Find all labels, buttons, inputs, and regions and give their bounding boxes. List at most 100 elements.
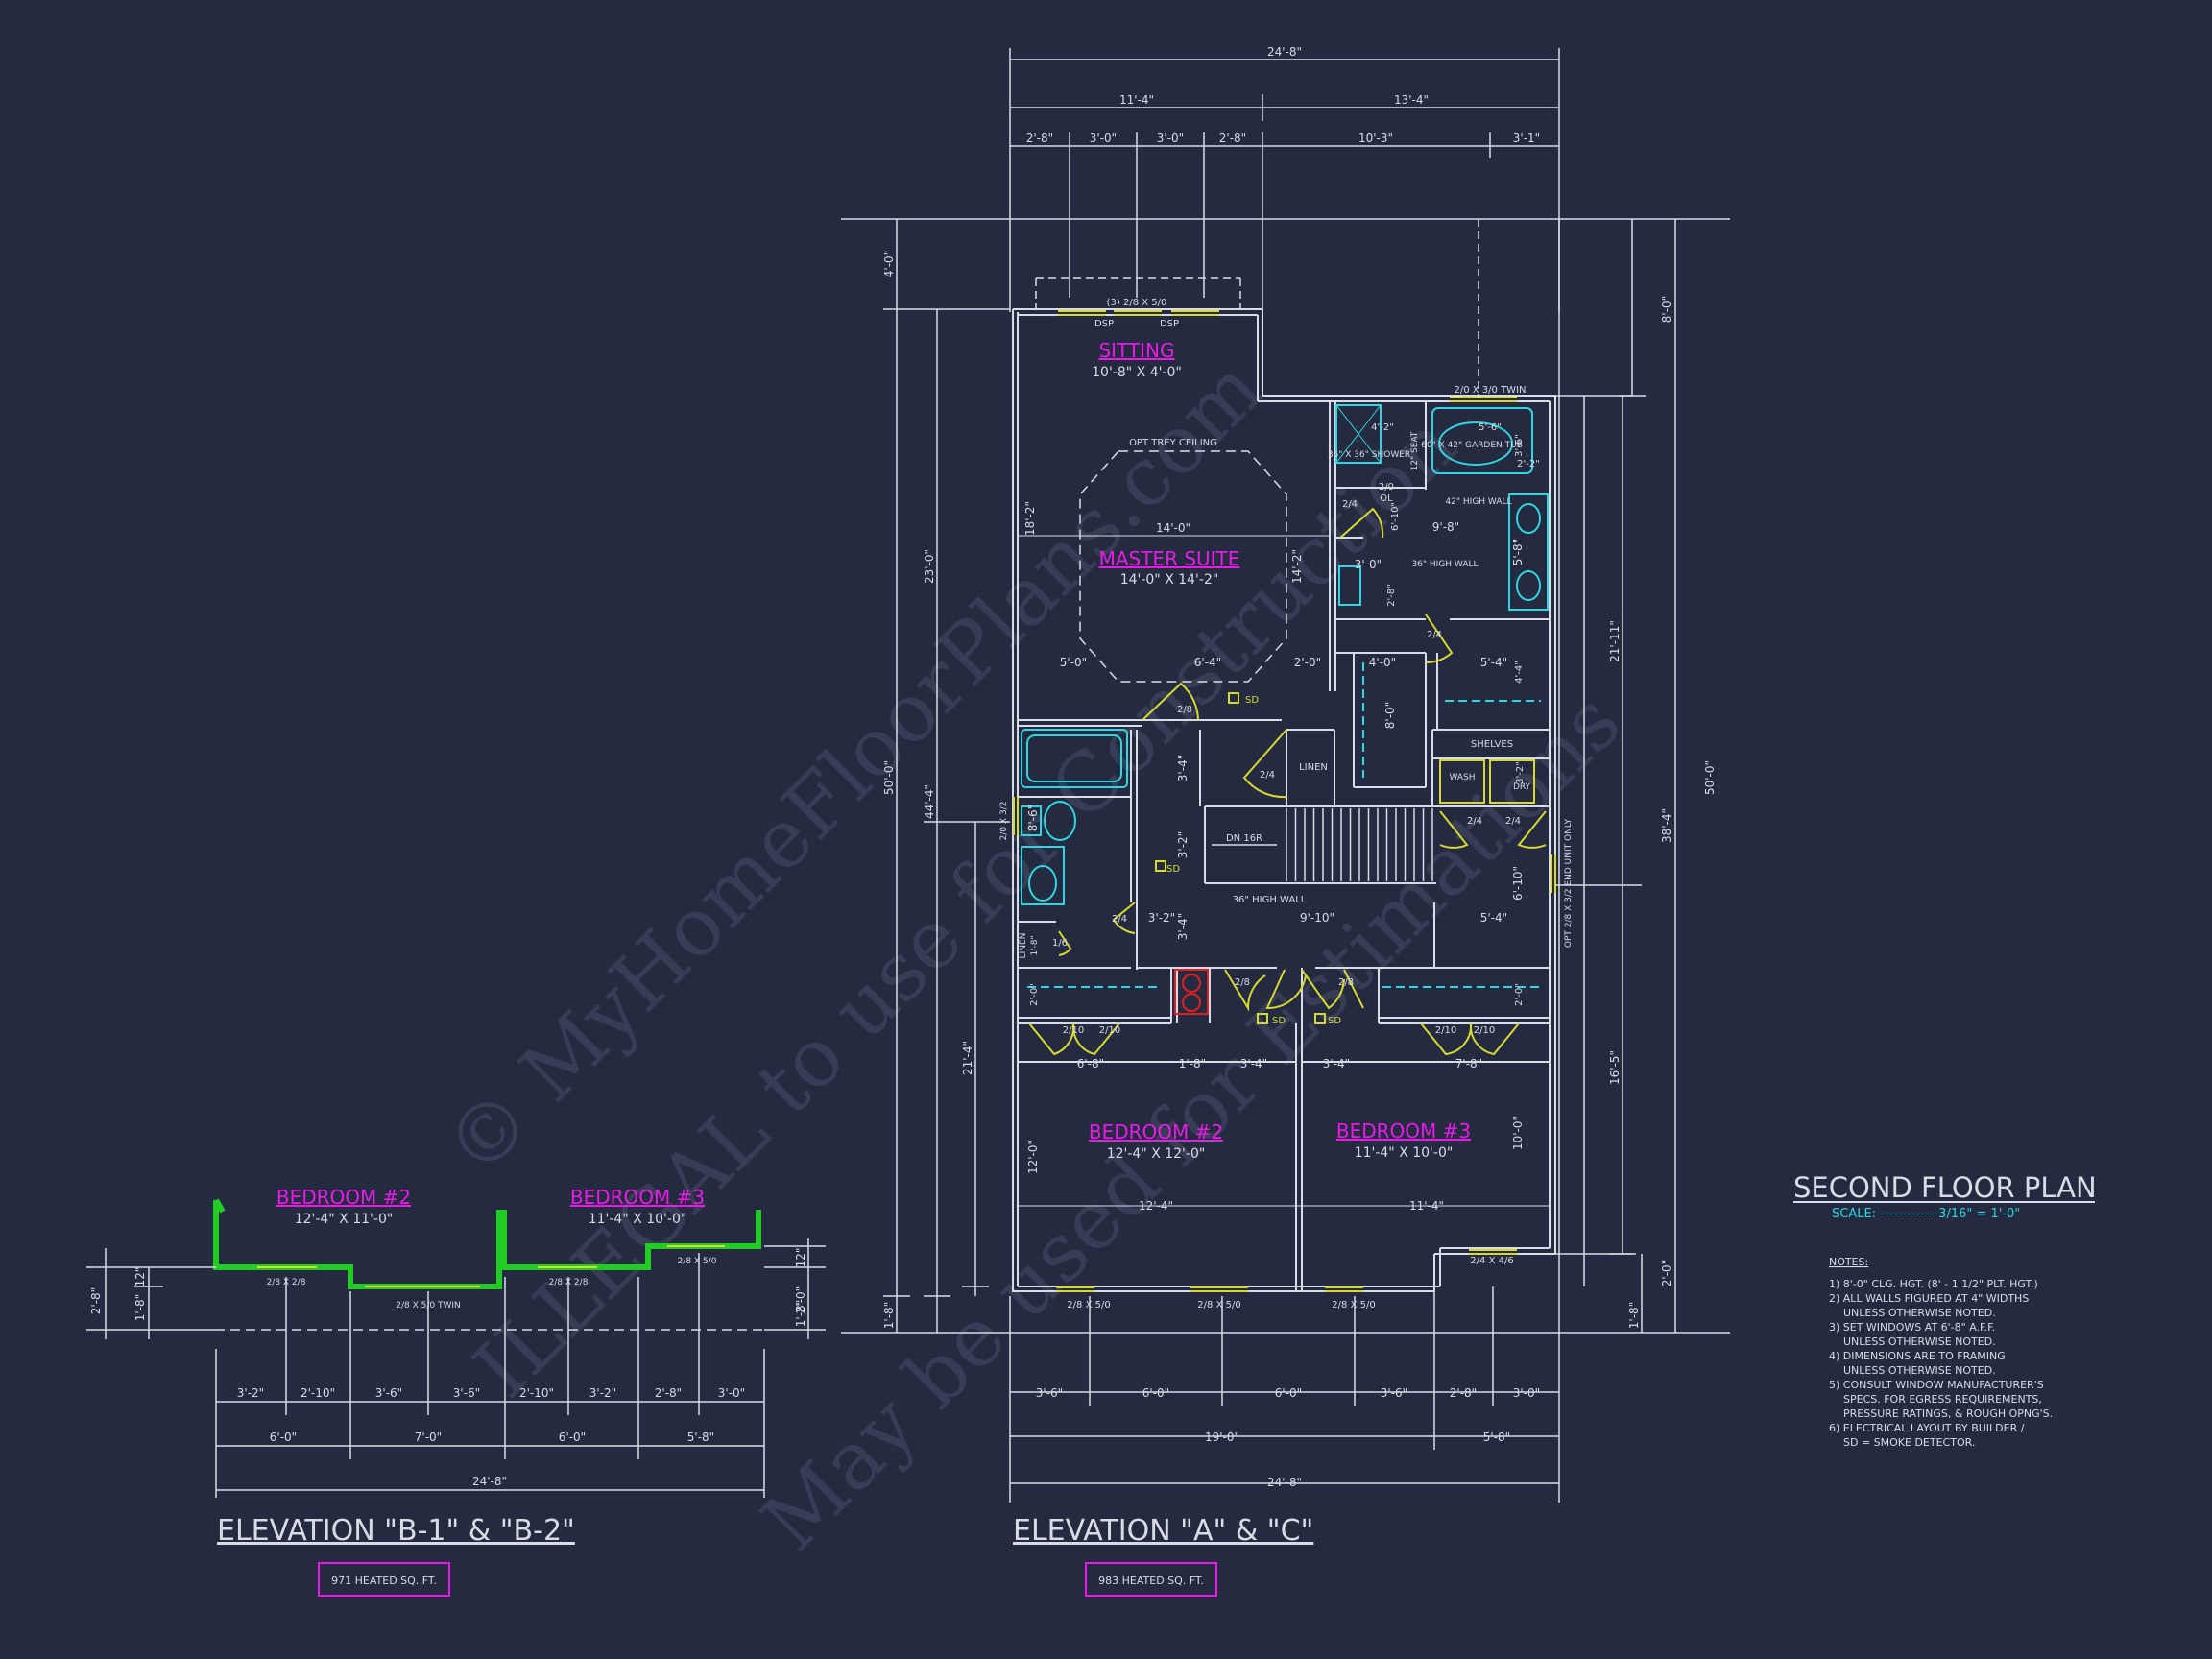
plan-left-dim: 4'-0" (882, 251, 896, 277)
elev-b-dim: 7'-0" (415, 1431, 442, 1444)
bedroom-2-label: BEDROOM #2 (1089, 1120, 1223, 1143)
plan-windows (1013, 310, 1556, 1292)
sd-label: SD (1272, 1016, 1286, 1026)
plan-left-dim: 50'-0" (882, 760, 896, 795)
plan-right-dim: 38'-4" (1660, 808, 1673, 843)
laundry-door-2-4: 2/4 (1467, 816, 1482, 827)
elev-b-dim: 3'-6" (375, 1386, 402, 1400)
elev-b-dim: 3'-6" (453, 1386, 480, 1400)
door-1-6-label: 1/6 (1052, 938, 1068, 949)
elev-b-dim: 6'-0" (270, 1431, 297, 1444)
elevation-b-heated: 971 HEATED SQ. FT. (331, 1575, 437, 1587)
garden-tub-icon (1431, 407, 1533, 474)
elevation-a-title-block: ELEVATION "A" & "C" 983 HEATED SQ. FT. (1013, 1514, 1313, 1597)
closet-door-2-10: 2/10 (1099, 1025, 1120, 1036)
bed-door-2-8: 2/8 (1338, 977, 1354, 988)
linen-2-label: LINEN (1019, 933, 1028, 959)
plan-bottom-overall: 24'-8" (1267, 1476, 1302, 1489)
elev-b-bedroom-3-label: BEDROOM #3 (570, 1186, 705, 1209)
plan-right-dim: 21'-11" (1608, 620, 1622, 662)
plan-top-dim: 3'-0" (1157, 132, 1184, 145)
plan-bottom-dim: 6'-0" (1275, 1386, 1302, 1400)
washer-icon (1439, 759, 1485, 804)
smoke-detector-icon (1155, 860, 1166, 872)
elevation-b-heated-box (318, 1562, 450, 1597)
sitting-size: 10'-8" X 4'-0" (1092, 365, 1182, 380)
mechanical-symbol (1174, 969, 1209, 1015)
plan-bottom-dim: 3'-0" (1513, 1386, 1540, 1400)
front-window-label: 2/8 X 5/0 (1197, 1300, 1240, 1310)
front-window-label: 2/8 X 5/0 (1332, 1300, 1375, 1310)
plan-left-dim: 1'-8" (882, 1302, 896, 1329)
note-line: 3) SET WINDOWS AT 6'-8" A.F.F. (1829, 1321, 1995, 1334)
plan-dimension-text: 24'-8" 11'-4" 13'-4" 2'-8" 3'-0" 3'-0" 2… (882, 45, 1717, 1489)
sheet-scale: SCALE: -------------3/16" = 1'-0" (1832, 1207, 2020, 1221)
shower-label: 36" X 36" SHOWER (1328, 450, 1410, 460)
closet-dim-4-4: 4'-4" (1514, 661, 1525, 684)
hall-dim-3-2: 3'-2" (1176, 831, 1190, 858)
plan-right-dim: 8'-0" (1660, 296, 1673, 323)
linen-door-2-4: 2/4 (1260, 770, 1275, 781)
closet-dim-6-8: 6'-8" (1077, 1057, 1104, 1070)
elev-b-left-dim: 12" (133, 1267, 147, 1287)
plan-annotations: (3) 2/8 X 5/0 DSP DSP OPT TREY CEILING 1… (999, 298, 1574, 1310)
hall-dim-6-10: 6'-10" (1511, 866, 1525, 901)
sd-label: SD (1245, 695, 1259, 706)
plan-left-dim: 21'-4" (961, 1041, 974, 1075)
sitting-window-label: (3) 2/8 X 5/0 (1107, 298, 1167, 308)
bed3-side-window: 2/4 X 4/6 (1470, 1256, 1513, 1266)
elevation-a-heated: 983 HEATED SQ. FT. (1098, 1575, 1204, 1587)
elevation-b-dimension-lines (86, 1238, 826, 1498)
note-line: SD = SMOKE DETECTOR. (1843, 1436, 1975, 1449)
sitting-label: SITTING (1098, 339, 1174, 362)
opt-window-label: OPT 2/8 X 3/2 END UNIT ONLY (1564, 818, 1574, 948)
closet-dim-3-4: 3'-4" (1240, 1057, 1267, 1070)
closet-dim-4-0: 4'-0" (1369, 656, 1396, 669)
wall-42-label: 42" HIGH WALL (1445, 497, 1511, 507)
plan-room-sizes: 10'-8" X 4'-0" 14'-0" X 14'-2" 12'-4" X … (1092, 365, 1453, 1162)
smoke-detector-icon (1228, 692, 1239, 704)
plan-top-dim: 2'-8" (1219, 132, 1246, 145)
hall-vanity (1021, 846, 1065, 905)
note-line: 6) ELECTRICAL LAYOUT BY BUILDER / (1829, 1422, 2025, 1434)
side-window-label: 2/0 X 3/2 (999, 802, 1009, 841)
closet-door-2-10: 2/10 (1063, 1025, 1084, 1036)
sheet-title-block: SECOND FLOOR PLAN SCALE: -------------3/… (1793, 1171, 2097, 1221)
plan-bottom-dim: 5'-8" (1483, 1431, 1510, 1444)
note-line: UNLESS OTHERWISE NOTED. (1843, 1364, 1996, 1377)
hall-dim-3-2b: 3'-2" (1148, 911, 1175, 925)
plan-right-dim: 50'-0" (1703, 760, 1717, 795)
master-dim-6-4: 6'-4" (1194, 656, 1221, 669)
seat-label: 12" SEAT (1410, 431, 1420, 470)
closet-dim-2-0: 2'-0" (1029, 983, 1040, 1006)
door-2-8-label: 2/8 (1177, 705, 1192, 715)
elev-b-dim: 3'-2" (589, 1386, 616, 1400)
hall-dim-3-4b: 3'-4" (1176, 913, 1190, 940)
plan-right-dim: 1'-8" (1627, 1302, 1641, 1329)
elevation-a-heated-box (1085, 1562, 1217, 1597)
master-dim-2-0: 2'-0" (1294, 656, 1321, 669)
elev-b-bedroom-3-size: 11'-4" X 10'-0" (589, 1212, 687, 1227)
bath-window-label: 2/0 X 3/0 TWIN (1455, 385, 1527, 396)
bedroom-3-label: BEDROOM #3 (1336, 1119, 1471, 1142)
hall-dim-3-4: 3'-4" (1176, 755, 1190, 781)
stair-treads (1212, 808, 1433, 881)
smoke-detector-icon (1314, 1013, 1326, 1024)
master-dim-5-0: 5'-0" (1060, 656, 1087, 669)
elev-b-dim: 3'-0" (718, 1386, 745, 1400)
bath-dim-2-2: 2'-2" (1517, 459, 1540, 469)
hall-dim-5-4: 5'-4" (1480, 911, 1507, 925)
plan-left-dim: 44'-4" (923, 784, 936, 819)
closet-dim-2-0: 2'-0" (1514, 983, 1525, 1006)
plan-dimension-lines (841, 48, 1730, 1503)
closet-dim-1-8: 1'-8" (1179, 1057, 1206, 1070)
elevation-a-title: ELEVATION "A" & "C" (1013, 1514, 1313, 1548)
closet-dim-8-0: 8'-0" (1383, 702, 1397, 729)
elev-b-overall: 24'-8" (472, 1475, 507, 1488)
plan-top-dim: 11'-4" (1119, 93, 1154, 107)
note-line: 4) DIMENSIONS ARE TO FRAMING (1829, 1350, 2006, 1362)
stair-wall-label: 36" HIGH WALL (1233, 895, 1307, 905)
elevation-b-windows (257, 1245, 725, 1287)
bedroom-3-dim-w: 11'-4" (1409, 1199, 1444, 1213)
dsp-label: DSP (1160, 319, 1179, 329)
